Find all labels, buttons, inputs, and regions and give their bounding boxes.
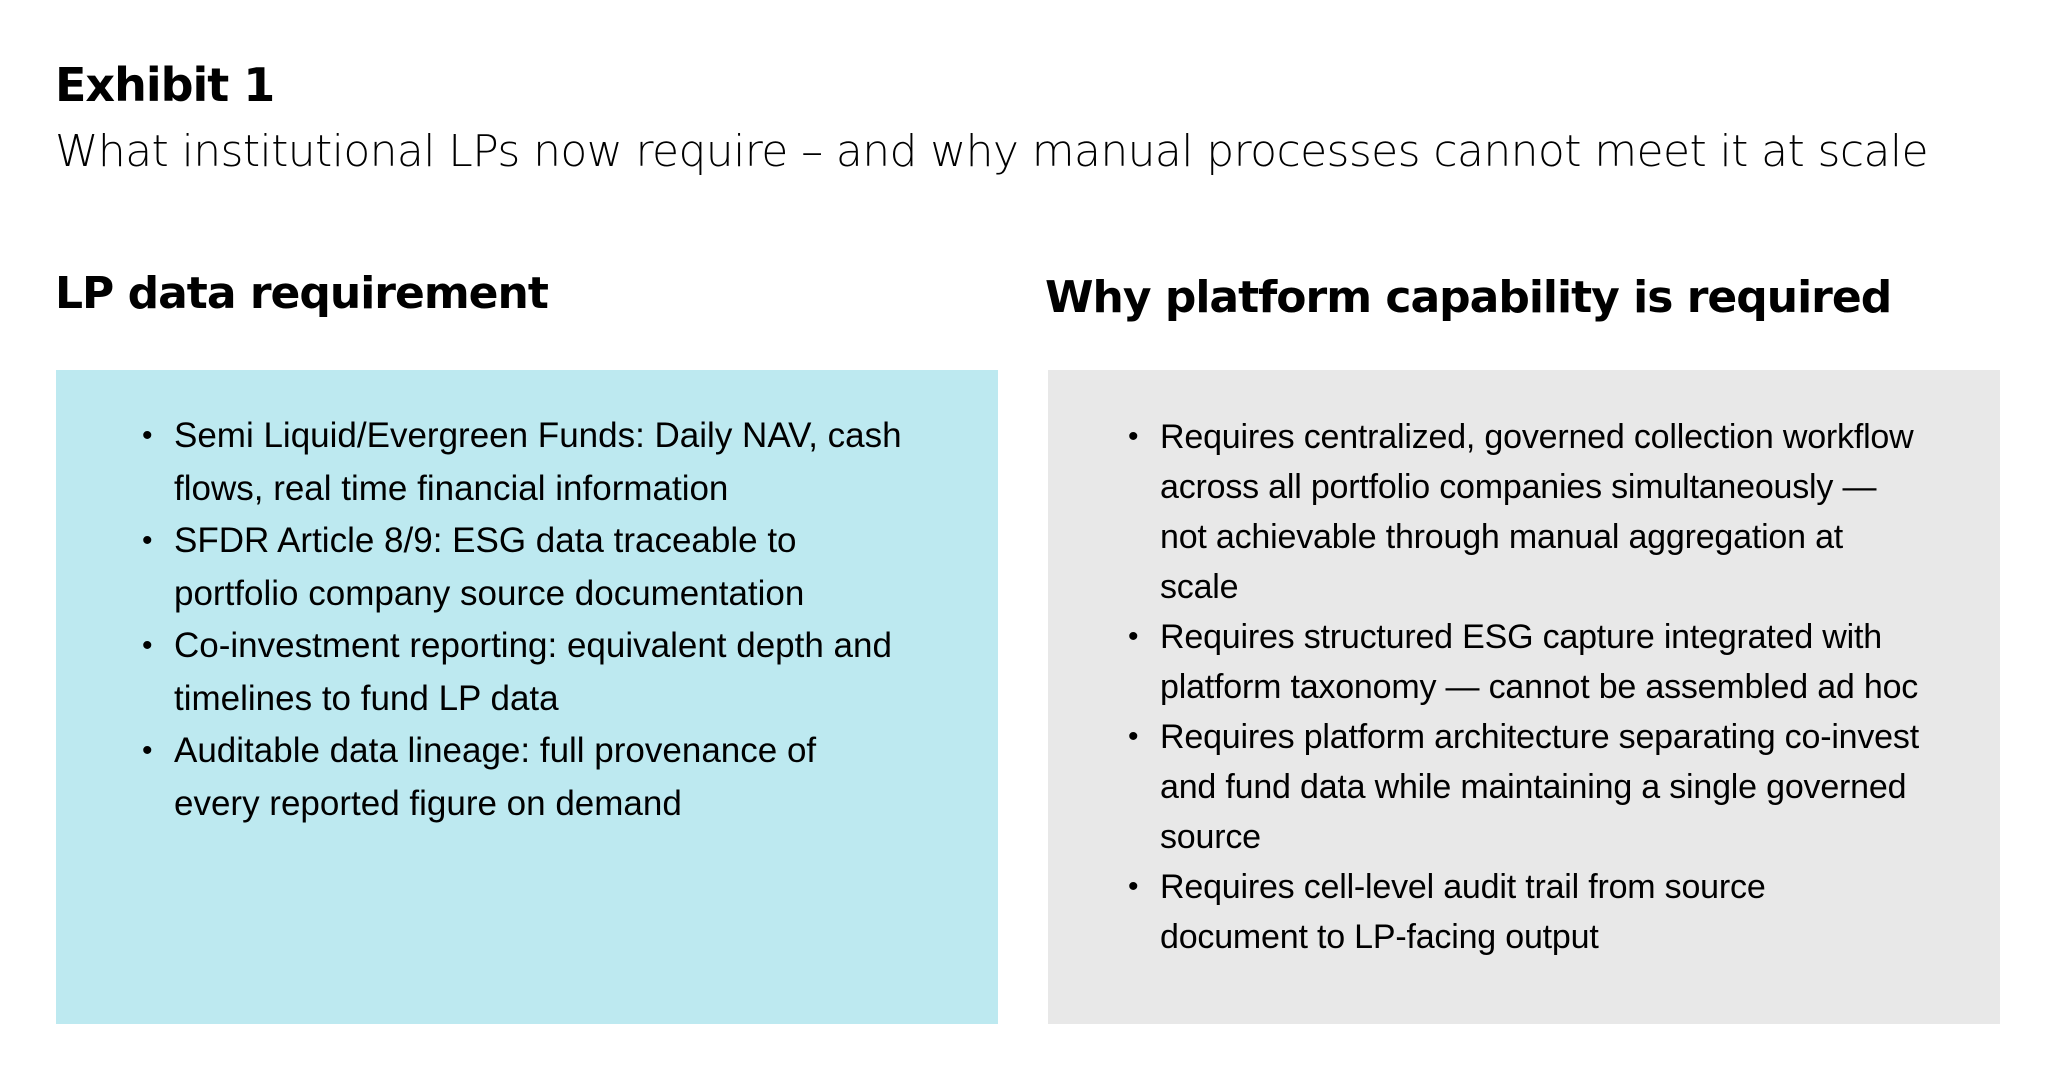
list-item-line: Requires platform architecture separatin… xyxy=(1160,718,1919,756)
list-item-line: across all portfolio companies simultane… xyxy=(1160,468,1877,506)
list-item-line: timelines to fund LP data xyxy=(174,678,559,718)
bullet-icon: • xyxy=(1128,870,1139,903)
list-item: • Requires cell-level audit trail from so… xyxy=(1128,862,2000,962)
list-item: • Co-investment reporting: equivalent dep… xyxy=(142,620,998,725)
bullet-icon: • xyxy=(1128,420,1139,453)
lp-requirements-panel: • Semi Liquid/Evergreen Funds: Daily NAV,… xyxy=(56,370,998,1024)
bullet-icon: • xyxy=(142,734,153,767)
lp-requirements-list: • Semi Liquid/Evergreen Funds: Daily NAV,… xyxy=(142,410,998,830)
platform-capability-panel: • Requires centralized, governed collecti… xyxy=(1048,370,2000,1024)
list-item-line: flows, real time financial information xyxy=(174,468,729,508)
list-item-line: document to LP-facing output xyxy=(1160,918,1599,956)
list-item: • Requires structured ESG capture integra… xyxy=(1128,612,2000,712)
list-item-line: Semi Liquid/Evergreen Funds: Daily NAV, … xyxy=(174,416,902,455)
list-item-line: SFDR Article 8/9: ESG data traceable to xyxy=(174,521,797,560)
list-item-line: every reported figure on demand xyxy=(174,783,682,823)
exhibit-label: Exhibit 1 xyxy=(55,58,275,112)
list-item-line: platform taxonomy — cannot be assembled … xyxy=(1160,668,1919,706)
bullet-icon: • xyxy=(1128,720,1139,753)
exhibit-subtitle: What institutional LPs now require – and… xyxy=(55,126,1929,177)
bullet-icon: • xyxy=(142,419,153,452)
bullet-icon: • xyxy=(1128,620,1139,653)
list-item-line: Co-investment reporting: equivalent dept… xyxy=(174,626,892,665)
list-item: • Requires platform architecture separati… xyxy=(1128,712,2000,862)
list-item: • Auditable data lineage: full provenance… xyxy=(142,725,998,830)
platform-capability-list: • Requires centralized, governed collecti… xyxy=(1128,412,2000,962)
list-item-line: Requires structured ESG capture integrat… xyxy=(1160,618,1882,656)
list-item-line: source xyxy=(1160,818,1261,856)
list-item-line: Auditable data lineage: full provenance … xyxy=(174,731,817,770)
list-item-line: scale xyxy=(1160,568,1239,606)
bullet-icon: • xyxy=(142,524,153,557)
list-item: • Requires centralized, governed collecti… xyxy=(1128,412,2000,612)
list-item-line: Requires cell-level audit trail from sou… xyxy=(1160,868,1766,906)
list-item-line: portfolio company source documentation xyxy=(174,573,805,613)
list-item: • SFDR Article 8/9: ESG data traceable to… xyxy=(142,515,998,620)
list-item-line: not achievable through manual aggregatio… xyxy=(1160,518,1844,556)
lp-data-requirement-heading: LP data requirement xyxy=(55,268,549,319)
list-item: • Semi Liquid/Evergreen Funds: Daily NAV,… xyxy=(142,410,998,515)
list-item-line: and fund data while maintaining a single… xyxy=(1160,768,1907,806)
list-item-line: Requires centralized, governed collectio… xyxy=(1160,418,1914,456)
platform-capability-heading: Why platform capability is required xyxy=(1045,272,1892,323)
bullet-icon: • xyxy=(142,629,153,662)
